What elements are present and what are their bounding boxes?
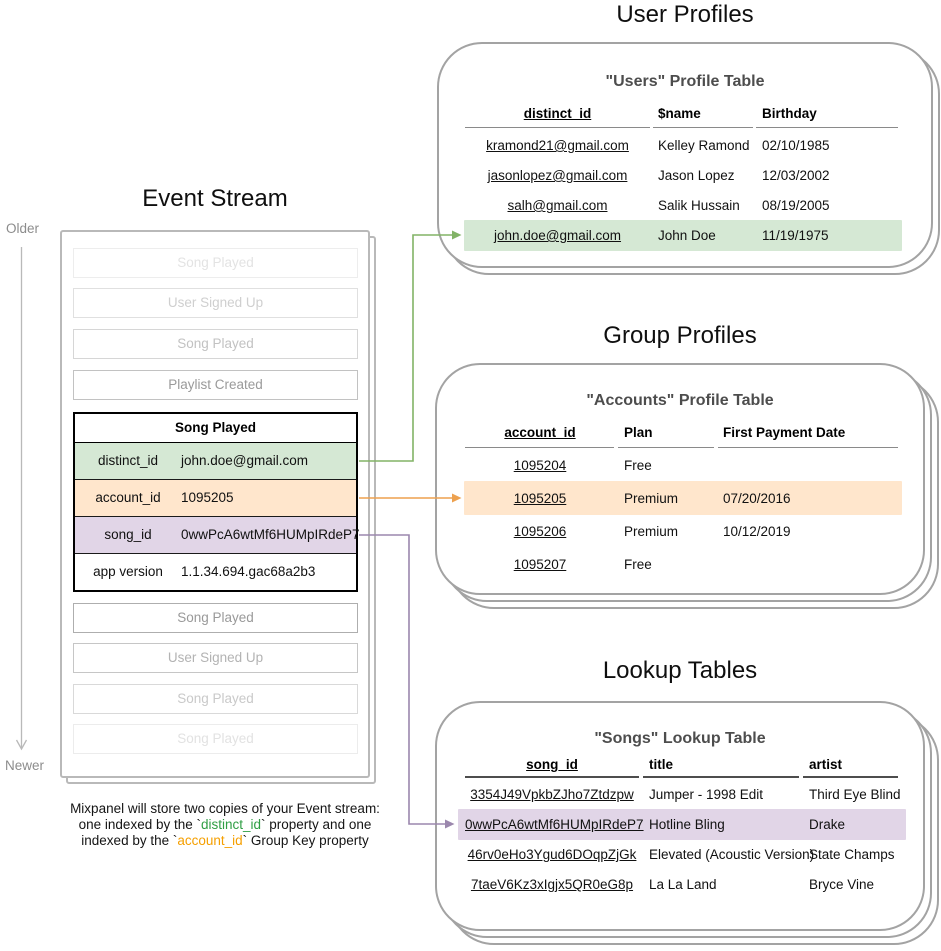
songs-cell: La La Land (649, 877, 717, 892)
songs-cell: Elevated (Acoustic Version) (649, 847, 815, 862)
property-key: account_id (95, 490, 161, 505)
users-cell: salh@gmail.com (507, 198, 608, 213)
songs-cell: 46rv0eHo3Ygud6DOqpZjGk (467, 847, 637, 862)
caption-text: indexed by the ` (81, 833, 178, 848)
accounts-cell-highlighted: 07/20/2016 (723, 491, 791, 506)
caption-line-3: indexed by the `account_id` Group Key pr… (25, 833, 425, 849)
accounts-header-rule (465, 447, 614, 448)
songs-cell: Bryce Vine (809, 877, 875, 892)
songs-cell-highlighted: Drake (809, 817, 846, 832)
songs-table-title: "Songs" Lookup Table (594, 730, 766, 747)
accounts-cell-highlighted: 1095205 (513, 491, 567, 506)
lookup-tables-title: Lookup Tables (602, 657, 758, 684)
event-item: Song Played (73, 684, 358, 714)
event-item: Song Played (73, 603, 358, 633)
songs-cell: 7taeV6Kz3xIgjx5QR0eG8p (470, 877, 634, 892)
users-col-header-distinct-id: distinct_id (523, 106, 592, 121)
songs-header-rule (465, 776, 639, 778)
users-cell: jasonlopez@gmail.com (487, 168, 628, 183)
songs-col-header-title: title (649, 757, 674, 772)
users-cell: 08/19/2005 (762, 198, 830, 213)
songs-col-header-artist: artist (809, 757, 843, 772)
event-item: Song Played (73, 724, 358, 754)
newer-label: Newer (5, 758, 45, 773)
caption-line-1: Mixpanel will store two copies of your E… (70, 801, 380, 816)
event-property-row-distinct-id: distinct_id john.doe@gmail.com (75, 443, 356, 480)
expanded-event-card: Song Played distinct_id john.doe@gmail.c… (73, 412, 360, 592)
songs-col-header-song-id: song_id (526, 757, 578, 772)
property-key: song_id (104, 527, 152, 542)
songs-cell: Third Eye Blind (809, 787, 901, 802)
users-highlighted-row-bg (464, 220, 902, 251)
accounts-cell: 1095206 (513, 524, 567, 539)
accounts-cell: 10/12/2019 (723, 524, 791, 539)
users-cell: Jason Lopez (658, 168, 735, 183)
caption-text: ` Group Key property (242, 833, 369, 848)
users-cell: kramond21@gmail.com (486, 138, 629, 153)
songs-header-rule (803, 776, 898, 778)
songs-highlighted-row-bg (458, 809, 906, 840)
property-key: app version (93, 564, 163, 579)
accounts-header-rule (618, 447, 714, 448)
property-value: 1.1.34.694.gac68a2b3 (181, 564, 316, 579)
group-profiles-title: Group Profiles (603, 322, 757, 349)
users-header-rule (465, 127, 650, 128)
songs-cell: 3354J49VpkbZJho7Ztdzpw (470, 787, 634, 802)
event-stream-title: Event Stream (142, 185, 288, 212)
property-value: 1095205 (181, 490, 234, 505)
accounts-header-rule (718, 447, 898, 448)
users-cell: Salik Hussain (658, 198, 740, 213)
accounts-col-header-first-payment: First Payment Date (723, 425, 846, 440)
event-item: User Signed Up (73, 288, 358, 318)
songs-cell: Jumper - 1998 Edit (649, 787, 764, 802)
accounts-cell: Free (624, 458, 652, 473)
users-cell-highlighted: john.doe@gmail.com (493, 228, 622, 243)
accounts-card (435, 363, 925, 595)
caption: Mixpanel will store two copies of your E… (25, 801, 425, 849)
event-item: Song Played (73, 329, 358, 359)
songs-cell-highlighted: 0wwPcA6wtMf6HUMpIRdeP7 (465, 817, 644, 832)
users-cell: 12/03/2002 (762, 168, 830, 183)
caption-text: one indexed by the ` (78, 817, 201, 832)
accounts-cell: Premium (624, 524, 679, 539)
event-property-row-account-id: account_id 1095205 (75, 480, 356, 517)
users-cell: 02/10/1985 (762, 138, 830, 153)
user-profiles-title: User Profiles (616, 1, 754, 28)
event-item: Playlist Created (73, 370, 358, 400)
users-cell-highlighted: 11/19/1975 (762, 228, 829, 243)
users-col-header-name: $name (658, 106, 701, 121)
users-header-rule (653, 127, 753, 128)
songs-cell: State Champs (809, 847, 895, 862)
users-col-header-birthday: Birthday (762, 106, 817, 121)
event-property-row-song-id: song_id 0wwPcA6wtMf6HUMpIRdeP7 (75, 517, 360, 554)
users-cell: Kelley Ramond (658, 138, 750, 153)
accounts-cell: 1095204 (513, 458, 567, 473)
property-value: john.doe@gmail.com (181, 453, 309, 468)
accounts-cell: Free (624, 557, 652, 572)
users-header-rule (756, 127, 898, 128)
accounts-col-header-account-id: account_id (504, 425, 576, 440)
accounts-table-title: "Accounts" Profile Table (586, 392, 774, 409)
event-property-row-app-version: app version 1.1.34.694.gac68a2b3 (75, 554, 356, 590)
property-value: 0wwPcA6wtMf6HUMpIRdeP7 (181, 527, 360, 542)
event-item: Song Played (73, 248, 358, 278)
users-cell-highlighted: John Doe (658, 228, 716, 243)
property-key: distinct_id (97, 453, 159, 468)
account-id-code: account_id (177, 833, 243, 848)
songs-header-rule (643, 776, 799, 778)
accounts-highlighted-row-bg (464, 481, 902, 515)
caption-line-2: one indexed by the `distinct_id` propert… (25, 817, 425, 833)
accounts-cell: 1095207 (513, 557, 567, 572)
accounts-cell-highlighted: Premium (624, 491, 679, 506)
songs-cell-highlighted: Hotline Bling (649, 817, 725, 832)
timeline-arrow (15, 247, 28, 751)
expanded-event-title: Song Played (75, 414, 356, 443)
caption-text: ` property and one (261, 817, 372, 832)
distinct-id-code: distinct_id (200, 817, 262, 832)
event-item: User Signed Up (73, 643, 358, 673)
users-table-title: "Users" Profile Table (605, 73, 765, 90)
accounts-col-header-plan: Plan (624, 425, 653, 440)
older-label: Older (6, 221, 40, 236)
